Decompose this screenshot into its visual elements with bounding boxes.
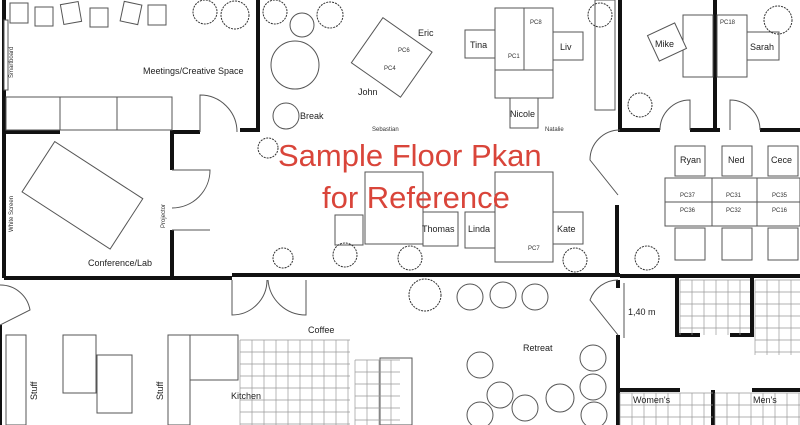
- person-label: Liv: [560, 42, 572, 52]
- pc-label: PC1: [508, 54, 520, 60]
- name-labels: Eric John Tina Liv Nicole Mike Sarah Seb…: [358, 28, 792, 234]
- room-label-womens: Women's: [633, 395, 671, 405]
- person-label: Thomas: [422, 224, 455, 234]
- person-label: Sebastian: [372, 127, 399, 133]
- pc-label: PC37: [680, 193, 696, 199]
- pc-labels: PC6 PC4 PC8 PC1 PC18 PC7 PC37 PC31 PC35 …: [384, 20, 788, 252]
- person-label: Kate: [557, 224, 576, 234]
- pc-label: PC6: [398, 48, 410, 54]
- door-width-label: 1,40 m: [628, 307, 656, 317]
- pc-label: PC31: [726, 193, 742, 199]
- room-label-stuff: Stuff: [29, 381, 39, 400]
- room-label-kitchen: Kitchen: [231, 391, 261, 401]
- person-label: Sarah: [750, 42, 774, 52]
- room-label-stuff: Stuff: [155, 381, 165, 400]
- furniture: [3, 0, 800, 425]
- person-label: Ryan: [680, 155, 701, 165]
- person-label: Linda: [468, 224, 490, 234]
- pc-label: PC4: [384, 66, 396, 72]
- tiled-floor: [239, 279, 800, 425]
- pc-label: PC32: [726, 208, 742, 214]
- person-label: Nicole: [510, 109, 535, 119]
- pc-label: PC35: [772, 193, 788, 199]
- room-label-coffee: Coffee: [308, 325, 334, 335]
- person-label: Eric: [418, 28, 434, 38]
- pc-label: PC8: [530, 20, 542, 26]
- room-label-break: Break: [300, 111, 324, 121]
- person-label: John: [358, 87, 378, 97]
- white-screen-label: White Screen: [9, 196, 15, 232]
- room-label-mens: Men's: [753, 395, 777, 405]
- room-label-conference: Conference/Lab: [88, 258, 152, 268]
- plants: [192, 0, 793, 312]
- pc-label: PC7: [528, 246, 540, 252]
- projector-label: Projector: [161, 204, 167, 228]
- watermark-line-2: for Reference: [322, 180, 510, 215]
- doors: [0, 94, 761, 336]
- pc-label: PC16: [772, 208, 788, 214]
- person-label: Cece: [771, 155, 792, 165]
- room-label-retreat: Retreat: [523, 343, 553, 353]
- pc-label: PC36: [680, 208, 696, 214]
- person-label: Natalie: [545, 127, 564, 133]
- person-label: Tina: [470, 40, 487, 50]
- watermark-line-1: Sample Floor Pkan: [278, 138, 542, 173]
- person-label: Mike: [655, 39, 674, 49]
- person-label: Ned: [728, 155, 745, 165]
- pc-label: PC18: [720, 20, 736, 26]
- smartboard-label: Smartboard: [9, 47, 15, 78]
- room-label-meetings: Meetings/Creative Space: [143, 66, 244, 76]
